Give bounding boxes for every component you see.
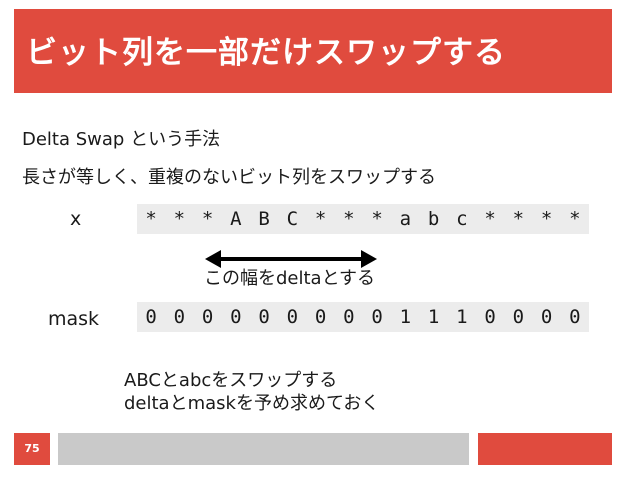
x-bit-cell: * [540, 208, 553, 230]
mask-bit-cell: 0 [512, 306, 525, 328]
x-bit-cell: * [201, 208, 214, 230]
mask-bit-cell: 1 [427, 306, 440, 328]
mask-bit-cell: 1 [456, 306, 468, 328]
mask-bit-cell: 0 [371, 306, 383, 328]
x-bit-cell: * [343, 208, 355, 230]
x-bit-cell: * [173, 208, 186, 230]
mask-bit-cell: 0 [258, 306, 270, 328]
swap-note: ABCとabcをスワップする [124, 370, 338, 391]
footer-bar [58, 433, 469, 465]
mask-bit-cell: 1 [399, 306, 412, 328]
x-bit-cell: C [286, 208, 299, 230]
mask-bit-cell: 0 [569, 306, 581, 328]
x-bit-cell: * [314, 208, 327, 230]
mask-bit-cell: 0 [201, 306, 214, 328]
method-line: Delta Swap という手法 [22, 129, 221, 150]
x-bit-cell: c [456, 208, 468, 230]
mask-label: mask [48, 308, 100, 330]
x-bit-cell: * [484, 208, 496, 230]
x-bit-cell: b [427, 208, 440, 230]
delta-arrow [205, 250, 377, 268]
mask-bit-cell: 0 [230, 306, 242, 328]
x-bit-cell: a [399, 208, 412, 230]
mask-bit-cell: 0 [343, 306, 355, 328]
slide-title: ビット列を一部だけスワップする [26, 35, 506, 71]
x-bit-cell: * [512, 208, 525, 230]
x-bit-cell: * [569, 208, 581, 230]
x-bit-cell: A [230, 208, 242, 230]
mask-bit-cell: 0 [314, 306, 327, 328]
description-line: 長さが等しく、重複のないビット列をスワップする [22, 167, 436, 188]
x-bit-cell: B [258, 208, 270, 230]
precompute-note: deltaとmaskを予め求めておく [124, 393, 380, 414]
mask-bit-cell: 0 [540, 306, 553, 328]
delta-arrow-right-head [361, 250, 377, 268]
mask-bit-cell: 0 [484, 306, 496, 328]
mask-bit-cell: 0 [286, 306, 299, 328]
title-bar [14, 9, 612, 93]
delta-width-note: この幅をdeltaとする [204, 268, 376, 289]
x-bit-cell: * [371, 208, 383, 230]
x-bit-cell: * [145, 208, 157, 230]
mask-bit-cell: 0 [173, 306, 186, 328]
x-label: x [70, 208, 82, 230]
footer-accent [478, 433, 612, 465]
page-number: 75 [14, 433, 50, 465]
mask-bit-cell: 0 [145, 306, 157, 328]
delta-arrow-left-head [205, 250, 221, 268]
